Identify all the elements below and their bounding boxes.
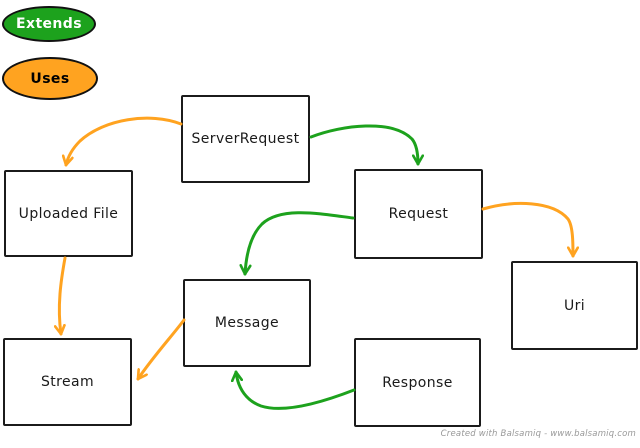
legend-extends-ellipse: Extends xyxy=(2,6,96,42)
node-request: Request xyxy=(354,169,483,259)
legend-uses-label: Uses xyxy=(30,70,70,87)
node-uri: Uri xyxy=(511,261,638,350)
arrow-uses-uploadedfile-to-stream xyxy=(59,256,67,336)
node-stream: Stream xyxy=(3,338,132,426)
arrow-extends-request-to-message xyxy=(245,211,355,276)
node-uri-label: Uri xyxy=(563,297,586,314)
node-server-request-label: ServerRequest xyxy=(191,131,300,147)
node-uploaded-file: Uploaded File xyxy=(4,170,133,257)
arrow-extends-serverrequest-to-request xyxy=(309,124,418,166)
arrow-uses-serverrequest-to-uploadedfile xyxy=(66,116,183,167)
arrow-uses-message-to-stream xyxy=(136,318,186,381)
arrow-extends-response-to-message xyxy=(236,370,356,410)
node-response: Response xyxy=(354,338,481,427)
node-message-label: Message xyxy=(214,315,280,331)
legend-extends-label: Extends xyxy=(16,16,82,32)
arrow-uses-request-to-uri xyxy=(481,201,573,258)
node-stream-label: Stream xyxy=(40,374,95,390)
legend-uses-ellipse: Uses xyxy=(2,57,98,100)
node-response-label: Response xyxy=(382,374,453,391)
node-message: Message xyxy=(183,279,311,367)
node-server-request: ServerRequest xyxy=(181,95,310,183)
node-request-label: Request xyxy=(388,206,449,222)
node-uploaded-file-label: Uploaded File xyxy=(18,205,119,222)
balsamiq-watermark: Created with Balsamiq - www.balsamiq.com xyxy=(440,429,636,439)
